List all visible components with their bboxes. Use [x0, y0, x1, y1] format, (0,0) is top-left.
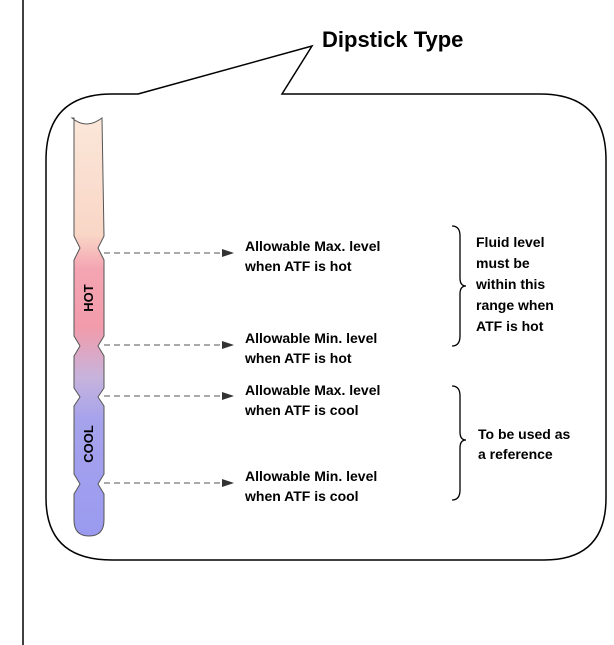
hot-range-note: Fluid level must be within this range wh… [475, 234, 558, 334]
level-label-hot-max: Allowable Max. level when ATF is hot [244, 238, 384, 274]
diagram-title: Dipstick Type [322, 27, 463, 52]
level-label-cool-min: Allowable Min. level when ATF is cool [244, 468, 381, 504]
cool-range-brace [451, 385, 467, 501]
dipstick [70, 117, 105, 537]
callout-bubble [45, 44, 607, 561]
level-indicator-hot-min [104, 341, 234, 349]
level-label-cool-max: Allowable Max. level when ATF is cool [244, 382, 384, 418]
cool-range-note: To be used as a reference [478, 426, 574, 462]
cool-zone-label: COOL [81, 425, 96, 463]
level-indicator-cool-min [104, 479, 234, 487]
level-indicator-cool-max [104, 392, 234, 400]
level-label-hot-min: Allowable Min. level when ATF is hot [244, 330, 381, 366]
hot-zone-label: HOT [81, 284, 96, 312]
hot-range-brace [451, 225, 467, 347]
level-indicator-hot-max [104, 249, 234, 257]
